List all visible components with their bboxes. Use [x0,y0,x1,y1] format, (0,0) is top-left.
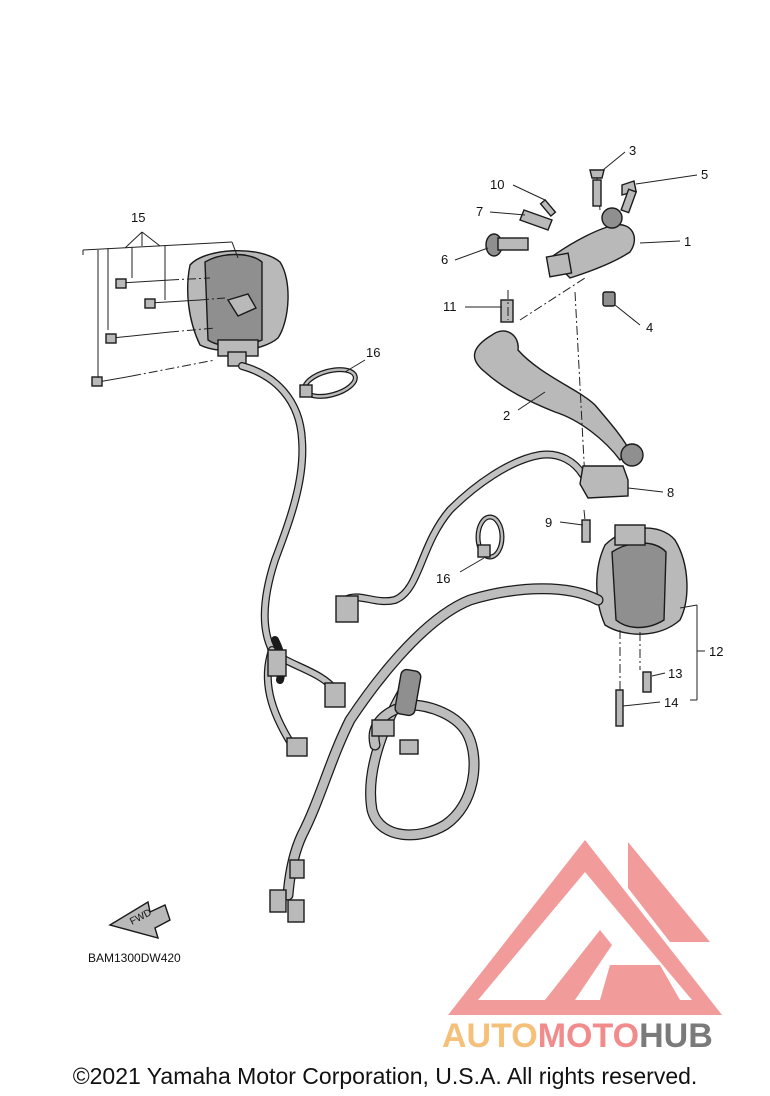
watermark-word-moto: MOTO [538,1017,639,1055]
callout-10: 10 [490,177,504,192]
forward-arrow: FWD [108,900,171,940]
callout-5: 5 [701,167,708,182]
callout-15-bracket [82,231,239,378]
left-switch-harness [238,362,346,757]
drawing-code: BAM1300DW420 [88,951,181,965]
right-switch-harness [269,583,604,923]
callout-6: 6 [441,252,448,267]
callout-14: 14 [664,695,678,710]
callout-13: 13 [668,666,682,681]
band-clamp-16-left [299,367,358,399]
callout-12: 12 [709,644,723,659]
watermark-word-auto: AUTO [442,1017,538,1055]
callout-4: 4 [646,320,653,335]
callout-2: 2 [503,408,510,423]
callout-11: 11 [443,299,457,314]
band-clamp-16-right [475,514,505,560]
copyright-notice: ©2021 Yamaha Motor Corporation, U.S.A. A… [72,1063,698,1089]
callout-leaders [344,151,705,707]
watermark-word-hub: HUB [639,1017,713,1055]
right-handlebar-switch-12 [596,524,688,727]
screw-set-15 [91,277,226,387]
callout-16-left: 16 [366,345,380,360]
callout-3: 3 [629,143,636,158]
callout-7: 7 [476,204,483,219]
callout-15: 15 [131,210,145,225]
clutch-switch-8 [335,450,629,623]
left-handlebar-switch [186,249,289,367]
lever-2 [473,330,644,467]
callout-numbers: 1 2 3 4 5 6 7 8 9 10 11 12 13 14 15 16 1… [131,143,723,710]
callout-8: 8 [667,485,674,500]
callout-1: 1 [684,234,691,249]
callout-16-right: 16 [436,571,450,586]
lever-holder-1 [545,207,635,279]
small-parts-3-5-6-7-10-4 [485,169,638,323]
watermark-wordmark: AUTOMOTOHUB [442,1017,713,1055]
callout-9: 9 [545,515,552,530]
watermark-logo [448,840,722,1015]
